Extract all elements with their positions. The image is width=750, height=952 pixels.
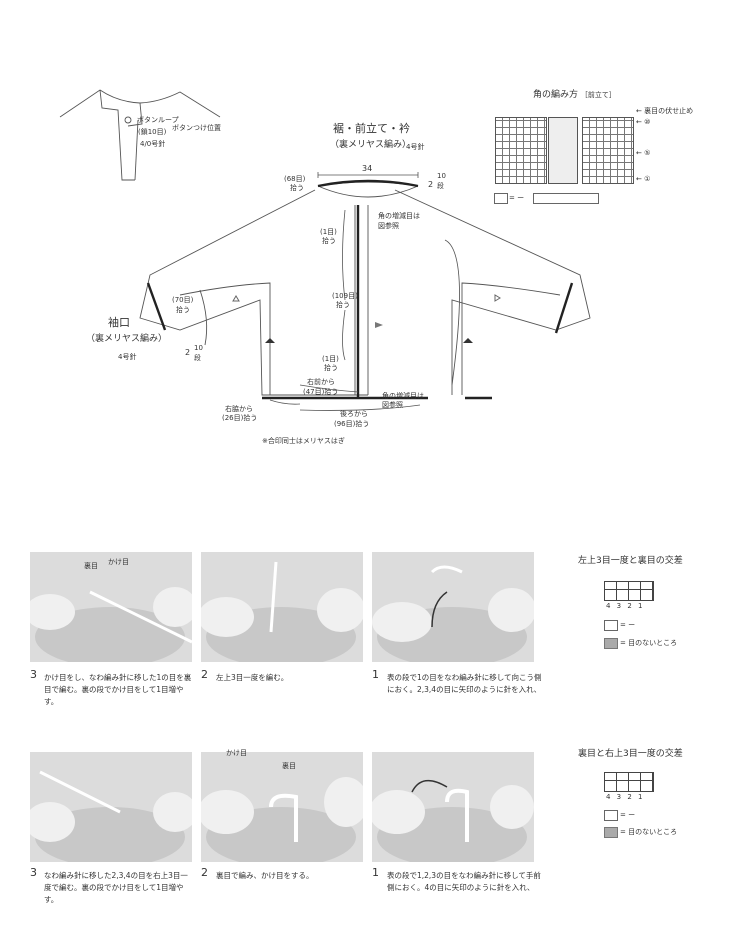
photo-a3-label1: 裏目 (84, 562, 98, 570)
section-a-nums: 4 3 2 1 (606, 602, 645, 610)
right-front-2: (47目)拾う (303, 388, 339, 396)
width-34: 34 (362, 164, 373, 173)
pick-1a-b: 拾う (322, 237, 336, 245)
step-b2-num: 2 (201, 866, 208, 879)
photo-a3-label2: かけ目 (108, 558, 129, 566)
section-a-chart (604, 581, 654, 601)
step-a1-num: 1 (372, 668, 379, 681)
step-b1-text: 表の段で1,2,3の目をなわ編み針に移して手前側におく。4の目に矢印のように針を… (387, 871, 541, 892)
section-a-legend-gray-text: = 目のないところ (620, 639, 678, 647)
button-position-label: ボタンつけ位置 (172, 124, 221, 132)
corner-legend-eq: = ー (509, 194, 525, 202)
cardigan-schematic (59, 89, 591, 411)
photo-step-a3 (30, 552, 192, 662)
corner-legend-box (494, 193, 508, 204)
section-a-legend-eq: = ー (620, 621, 636, 629)
pick-1b: (1目) (322, 355, 339, 363)
step-a1-text: 表の段で1の目をなわ編み針に移して向こう側におく。2,3,4の目に矢印のように針… (387, 673, 542, 694)
photo-step-a1 (372, 552, 534, 662)
section-b-title: 裏目と右上3目一度の交差 (578, 749, 683, 759)
collar-needle: 4号針 (406, 143, 425, 151)
rows-2: 2 (428, 180, 434, 189)
corner-note-3: 角の増減目は (382, 392, 424, 400)
rows-dan: 段 (437, 182, 444, 190)
pick-68: (68目) (284, 175, 306, 183)
section-b-legend-gray-text: = 目のないところ (620, 828, 678, 836)
cuff-rows-dan: 段 (194, 354, 201, 362)
corner-note-2: 図参照 (378, 222, 399, 230)
step-b3-num: 3 (30, 866, 37, 879)
collar-subtitle: （裏メリヤス編み） (330, 140, 412, 150)
pick-70: (70目) (172, 296, 194, 304)
right-side-1: 右脇から (225, 405, 253, 413)
corner-grid-center (548, 117, 578, 184)
right-front-1: 右前から (307, 378, 335, 386)
step-a3-text: かけ目をし、なわ編み針に移した1の目を裏目で編む。裏の段でかけ目をして1目増やす… (44, 673, 192, 706)
footnote: ※合印同士はメリヤスはぎ (262, 437, 345, 445)
step-b3-text: なわ編み針に移した2,3,4の目を右上3目一度で編む。裏の段でかけ目をして1目増… (44, 871, 188, 904)
cuff-rows-10: 10 (194, 344, 203, 352)
step-a2-text: 左上3目一度を編む。 (216, 673, 289, 682)
button-loop-label: ボタンループ (137, 116, 179, 124)
back-2: (96目)拾う (334, 420, 370, 428)
button-loop-needle: 4/0号針 (140, 140, 166, 148)
step-a3-num: 3 (30, 668, 37, 681)
corner-legend-symbols (533, 193, 599, 204)
corner-grid-right (582, 117, 634, 184)
section-a-legend-gray (604, 638, 618, 649)
section-b-legend-gray (604, 827, 618, 838)
back-1: 後ろから (340, 410, 368, 418)
right-side-2: (26目)拾う (222, 414, 258, 422)
corner-note-1: 角の増減目は (378, 212, 420, 220)
pick-70-b: 拾う (176, 306, 190, 314)
corner-row-5: ← ⑤ (636, 149, 651, 157)
pick-1a: (1目) (320, 228, 337, 236)
section-b-legend-eq: = ー (620, 811, 636, 819)
cuff-subtitle: （裏メリヤス編み） (86, 334, 168, 344)
section-a-legend-box (604, 620, 618, 631)
photo-step-a2 (201, 552, 363, 662)
photo-b2-label1: かけ目 (226, 749, 247, 757)
photo-step-b2 (201, 752, 363, 862)
corner-row-10: ← ⑩ (636, 118, 651, 126)
corner-row-1: ← ① (636, 175, 651, 183)
photo-step-b1 (372, 752, 534, 862)
rows-10: 10 (437, 172, 446, 180)
pick-1b-b: 拾う (324, 364, 338, 372)
section-a-title: 左上3目一度と裏目の交差 (578, 556, 683, 566)
step-b2-text: 裏目で編み、かけ目をする。 (216, 871, 314, 880)
pick-68-b: 拾う (290, 184, 304, 192)
section-b-legend-box (604, 810, 618, 821)
cuff-needle: 4号針 (118, 353, 137, 361)
button-loop-stitch: (鎖10目) (138, 128, 167, 136)
step-b1-num: 1 (372, 866, 379, 879)
cuff-title: 袖口 (108, 316, 130, 329)
photo-b2-label2: 裏目 (282, 762, 296, 770)
corner-note-4: 図参照 (382, 401, 403, 409)
section-b-chart-mid (604, 780, 652, 781)
corner-grid-left (495, 117, 547, 184)
pick-109-b: 拾う (336, 301, 350, 309)
photo-step-b3 (30, 752, 192, 862)
pick-109: (109目) (332, 292, 358, 300)
corner-bind-off: ← 裏目の伏せ止め (636, 107, 694, 115)
section-b-nums: 4 3 2 1 (606, 793, 645, 801)
cuff-rows-2: 2 (185, 348, 191, 357)
step-a2-num: 2 (201, 668, 208, 681)
corner-title: 角の編み方 ［前立て］ (533, 90, 616, 100)
collar-title: 裾・前立て・衿 (333, 122, 410, 135)
section-b-chart (604, 772, 654, 792)
section-a-chart-mid (604, 589, 652, 590)
